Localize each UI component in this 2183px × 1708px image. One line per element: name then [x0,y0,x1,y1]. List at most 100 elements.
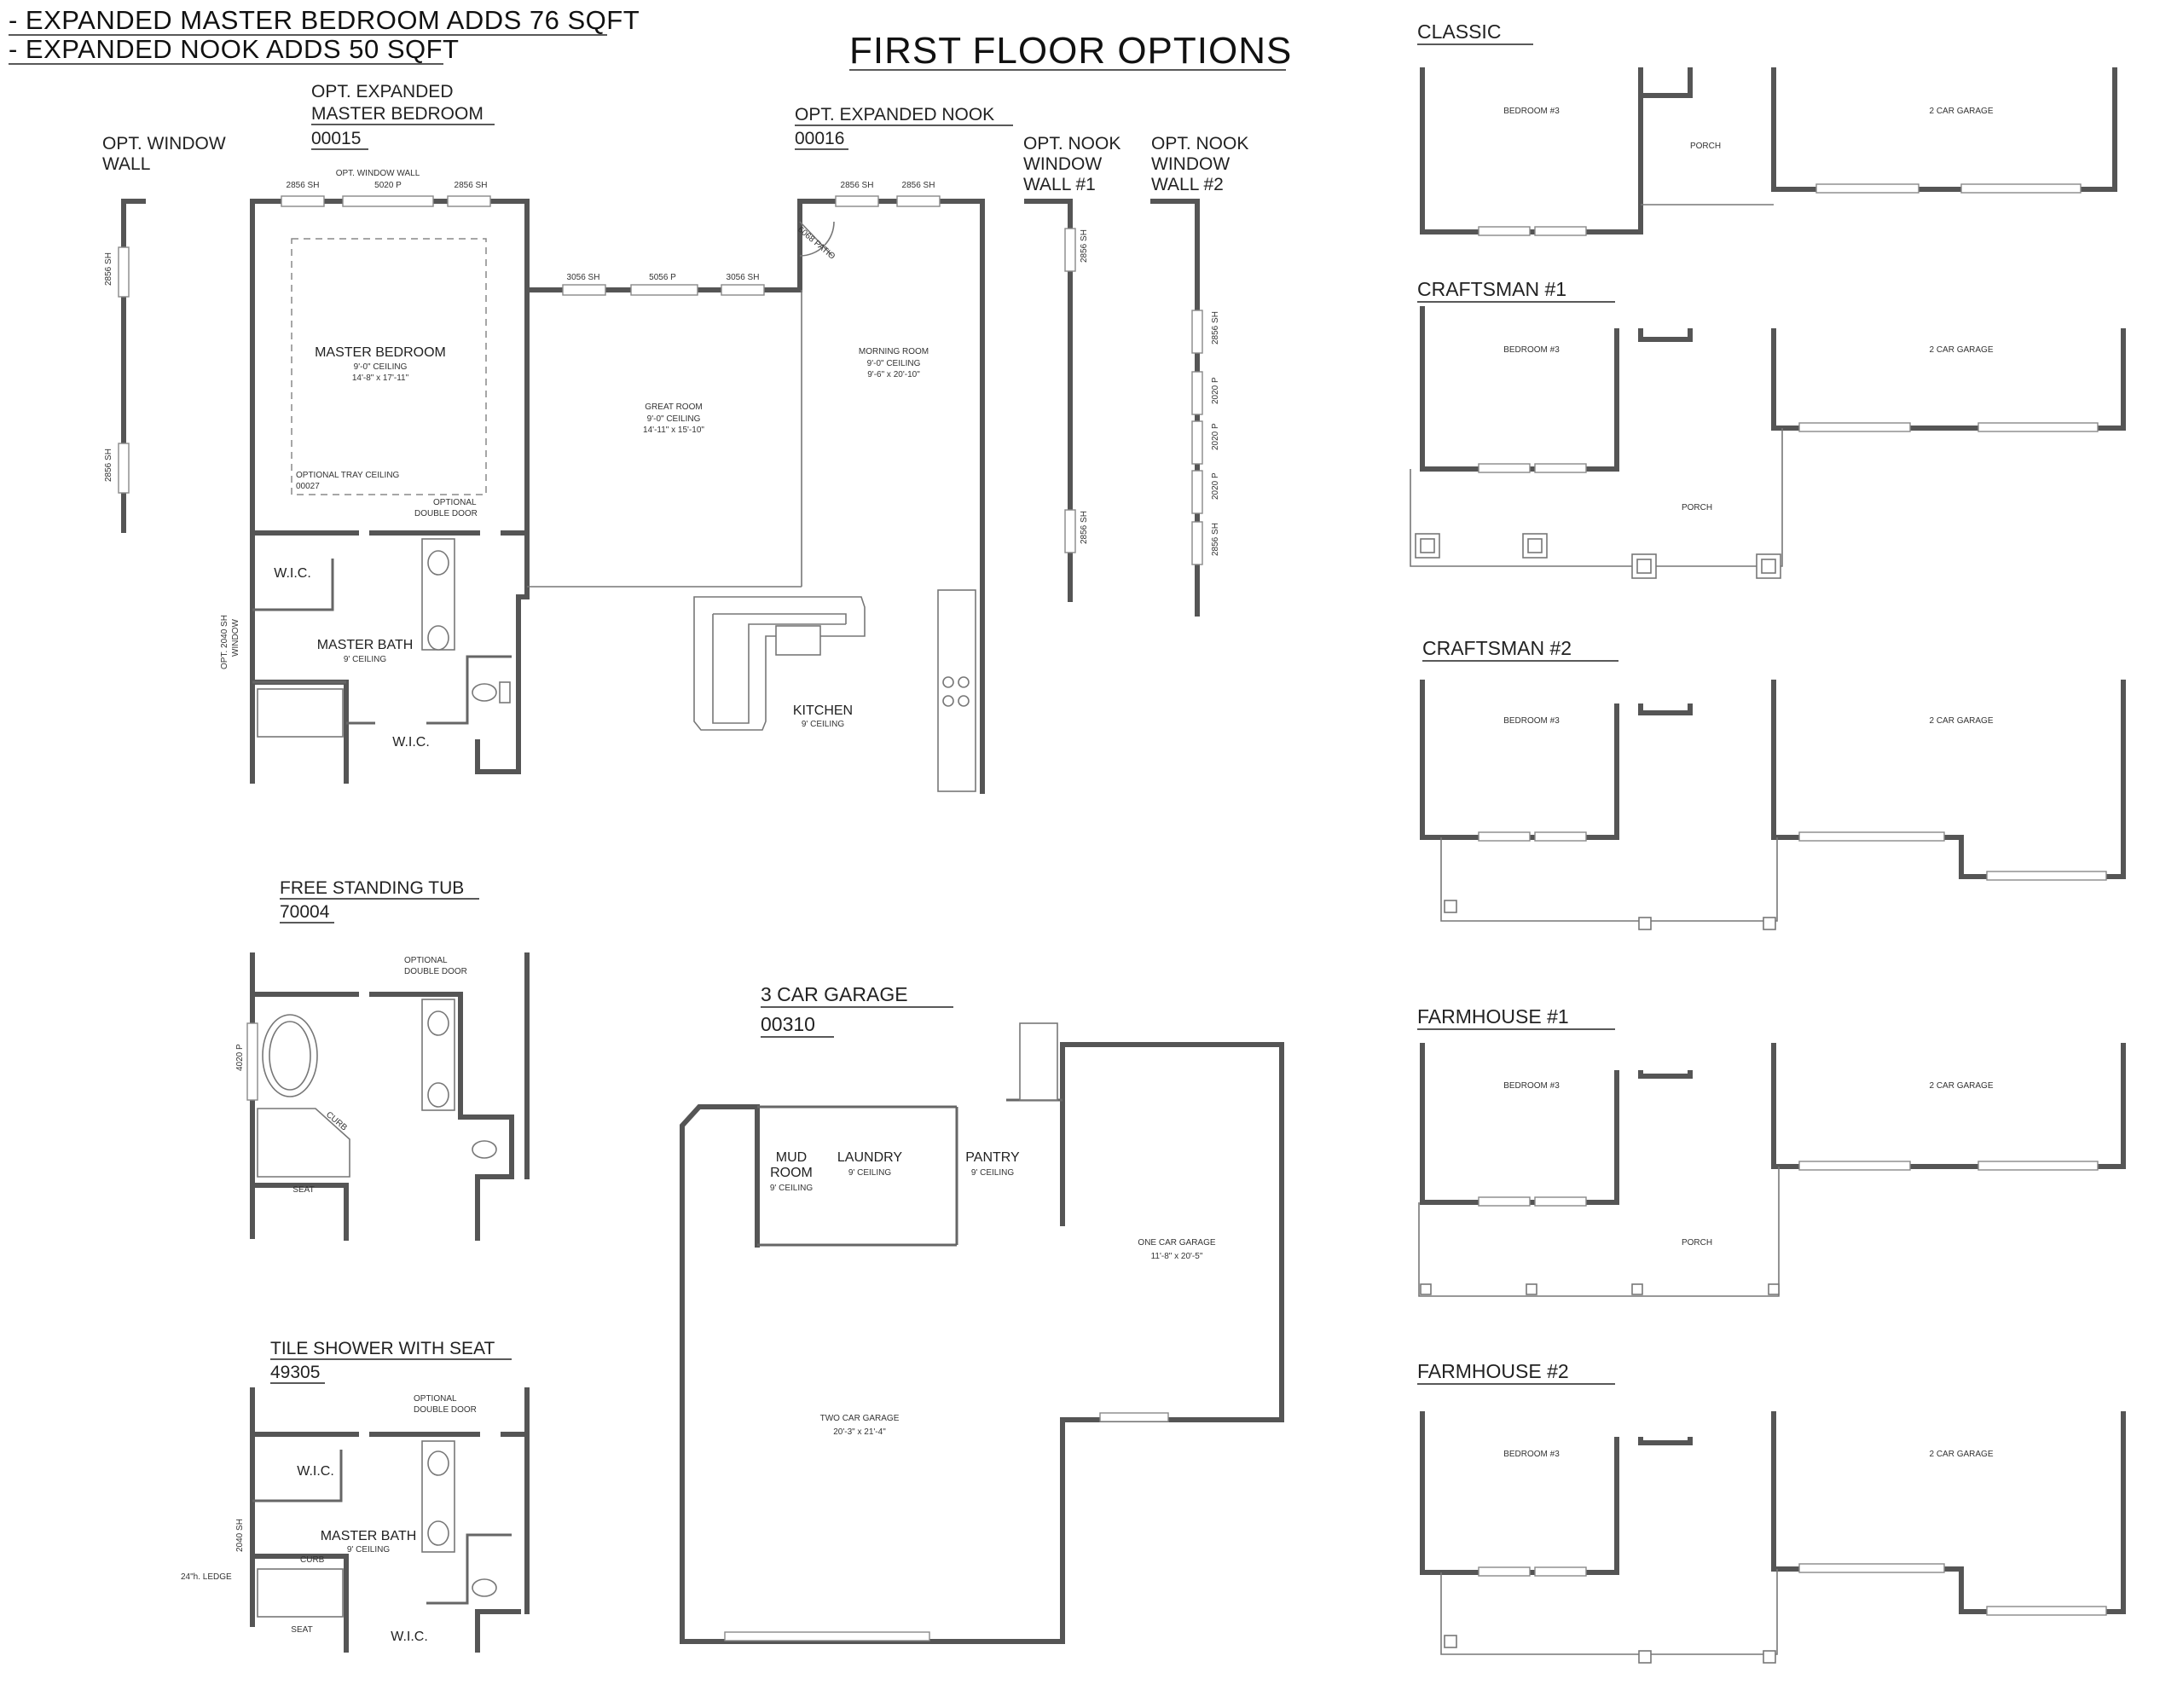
nook-wall1-title-2: WINDOW [1023,154,1102,174]
master-suite: OPT. EXPANDED MASTER BEDROOM 00015 OPT. … [220,82,530,784]
garage3-title-2: 00310 [761,1013,815,1035]
free-standing-tub-option: FREE STANDING TUB 70004 OPTIONAL DOUBLE … [235,878,530,1241]
master-win-right: 2856 SH [455,181,488,190]
elevation-farmhouse-1: FARMHOUSE #1 BEDROOM #3 2 CAR GARAGE POR… [1417,1005,2126,1297]
elevation-bedroom: BEDROOM #3 [1503,1081,1560,1091]
shower-ledge: 24"h. LEDGE [181,1572,232,1582]
elevation-classic: CLASSIC BEDROOM #3 2 CAR GARAGE PORCH [1417,20,2117,236]
great-room-ceiling: 9'-0" CEILING [647,414,701,424]
shower-window: 2040 SH [235,1519,245,1552]
nook-wall1-title-3: WALL #1 [1023,175,1096,194]
elevation-porch: PORCH [1682,503,1712,512]
elevation-title: CLASSIC [1417,20,1501,43]
tray-ceiling-label: OPTIONAL TRAY CEILING [296,471,400,480]
shower-wic1: W.I.C. [297,1464,334,1479]
tub-title-1: FREE STANDING TUB [280,878,464,898]
elevation-bedroom: BEDROOM #3 [1503,345,1560,355]
nook-wall2-title-1: OPT. NOOK [1151,134,1248,153]
shower-bath-label: MASTER BATH [321,1529,417,1543]
nook-wall2-win5: 2856 SH [1211,523,1220,556]
double-door-1: OPTIONAL [433,498,477,507]
two-car-garage-label: TWO CAR GARAGE [820,1414,900,1423]
shower-title-1: TILE SHOWER WITH SEAT [270,1339,495,1358]
nook-title-1: OPT. EXPANDED NOOK [795,105,994,124]
nook-wall1-title-1: OPT. NOOK [1023,134,1120,153]
pantry-ceiling: 9' CEILING [971,1168,1014,1178]
great-win2: 5056 P [649,273,676,282]
nook-window-wall-2: OPT. NOOK WINDOW WALL #2 2856 SH 2020 P … [1150,134,1248,617]
two-car-garage-size: 20'-3" x 21'-4" [833,1427,886,1437]
shower-double-door-1: OPTIONAL [414,1394,457,1404]
elevation-farmhouse-2: FARMHOUSE #2 BEDROOM #3 2 CAR GARAGE [1417,1360,2126,1664]
elevation-garage: 2 CAR GARAGE [1929,107,1993,116]
opt-window-wall-title-1: OPT. WINDOW [102,134,226,153]
tub-double-door-2: DOUBLE DOOR [404,967,467,976]
side-window-1: OPT. 2040 SH [220,615,229,669]
elevation-title: CRAFTSMAN #2 [1422,637,1572,659]
elevation-garage: 2 CAR GARAGE [1929,1081,1993,1091]
nook-wall2-title-3: WALL #2 [1151,175,1224,194]
great-room-nook: OPT. EXPANDED NOOK 00016 3056 SH 5056 P … [524,105,1013,794]
opt-window-wall-title-2: WALL [102,154,150,174]
garage3-title-1: 3 CAR GARAGE [761,983,908,1005]
great-room-label: GREAT ROOM [645,402,702,412]
morning-room-label: MORNING ROOM [859,347,929,356]
nook-title-2: 00016 [795,129,844,148]
tile-shower-option: TILE SHOWER WITH SEAT 49305 OPTIONAL DOU… [181,1339,530,1653]
one-car-garage-label: ONE CAR GARAGE [1138,1238,1215,1248]
great-win3: 3056 SH [727,273,760,282]
elevation-bedroom: BEDROOM #3 [1503,716,1560,726]
nook-window-wall-1: OPT. NOOK WINDOW WALL #1 2856 SH 2856 SH [1023,134,1120,602]
note-expanded-nook: - EXPANDED NOOK ADDS 50 SQFT [9,34,459,64]
note-expanded-master: - EXPANDED MASTER BEDROOM ADDS 76 SQFT [9,5,640,35]
master-bath-ceiling: 9' CEILING [344,655,386,664]
nook-wall2-win2: 2020 P [1211,377,1220,404]
elevation-title: CRAFTSMAN #1 [1417,278,1566,300]
nook-win2: 2856 SH [902,181,935,190]
morning-room-ceiling: 9'-0" CEILING [867,359,921,368]
tub-window: 4020 P [235,1044,245,1071]
nook-wall2-title-2: WINDOW [1151,154,1230,174]
nook-wall1-win1: 2856 SH [1080,229,1089,263]
shower-seat: SEAT [291,1625,312,1635]
opt-window-wall-win2: 2856 SH [104,449,113,482]
wic1-label: W.I.C. [274,566,311,581]
great-room-size: 14'-11" x 15'-10" [643,426,704,435]
nook-wall2-win3: 2020 P [1211,423,1220,450]
laundry-label: LAUNDRY [837,1150,903,1165]
mud-room-ceiling: 9' CEILING [770,1184,813,1193]
elevation-craftsman-2: CRAFTSMAN #2 BEDROOM #3 2 CAR GARAGE [1420,637,2126,930]
elevation-bedroom: BEDROOM #3 [1503,107,1560,116]
tub-seat: SEAT [292,1185,314,1195]
shower-bath-ceiling: 9' CEILING [347,1545,390,1555]
notes: - EXPANDED MASTER BEDROOM ADDS 76 SQFT -… [9,5,640,65]
master-bath-label: MASTER BATH [317,638,414,652]
morning-room-size: 9'-6" x 20'-10" [867,370,920,379]
master-win-left: 2856 SH [287,181,320,190]
mud-room-1: MUD [776,1150,807,1165]
double-door-2: DOUBLE DOOR [414,509,478,518]
master-bedroom-label: MASTER BEDROOM [315,345,446,360]
tub-double-door-1: OPTIONAL [404,956,448,965]
nook-wall2-win1: 2856 SH [1211,311,1220,344]
elevation-garage: 2 CAR GARAGE [1929,1450,1993,1459]
nook-win1: 2856 SH [841,181,874,190]
shower-double-door-2: DOUBLE DOOR [414,1405,477,1415]
elevation-title: FARMHOUSE #1 [1417,1005,1569,1028]
laundry-ceiling: 9' CEILING [848,1168,891,1178]
tray-ceiling-code: 00027 [296,482,320,491]
elevation-garage: 2 CAR GARAGE [1929,345,1993,355]
elevation-title: FARMHOUSE #2 [1417,1360,1569,1382]
kitchen-ceiling: 9' CEILING [802,720,844,729]
shower-curb: CURB [300,1555,325,1565]
elevation-garage: 2 CAR GARAGE [1929,716,1993,726]
page-title: FIRST FLOOR OPTIONS [849,30,1292,72]
mud-room-2: ROOM [770,1166,813,1180]
tub-title-2: 70004 [280,902,330,922]
nook-wall2-win4: 2020 P [1211,472,1220,500]
opt-window-wall-win1: 2856 SH [104,252,113,286]
pantry-label: PANTRY [965,1150,1020,1165]
elevation-craftsman-1: CRAFTSMAN #1 BEDROOM #3 2 CAR GARAGE POR… [1410,278,2126,579]
kitchen-label: KITCHEN [793,703,853,718]
